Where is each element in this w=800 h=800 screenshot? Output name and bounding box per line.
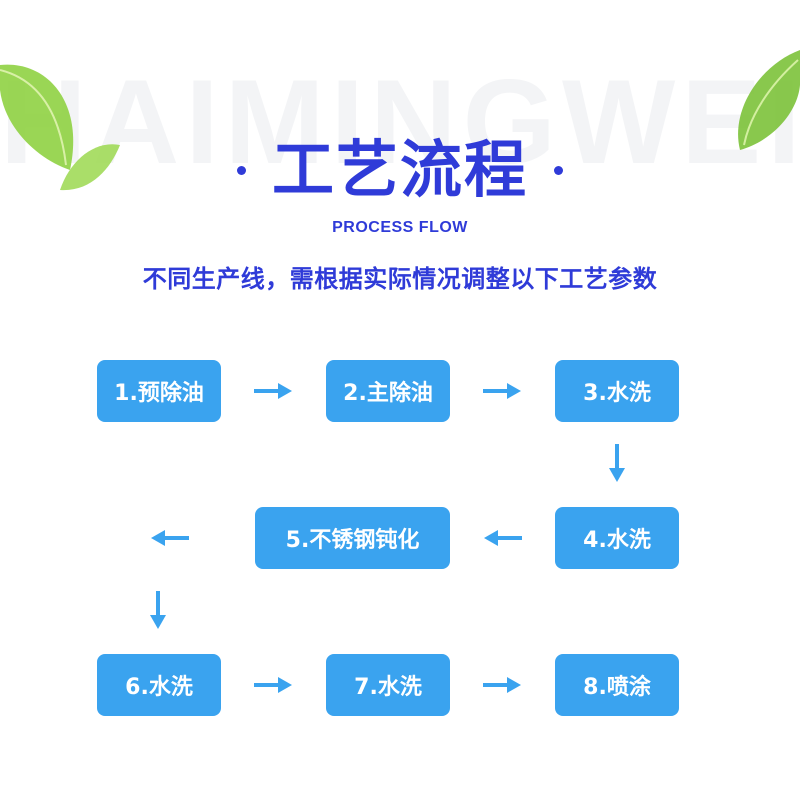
leaf-right-decoration	[738, 50, 800, 150]
arrow-right-icon	[254, 677, 292, 693]
arrow-down-icon	[609, 444, 625, 482]
page-title: 工艺流程	[271, 133, 528, 206]
arrow-right-icon	[254, 383, 292, 399]
arrow-right-icon	[483, 383, 521, 399]
title-dot-right	[554, 165, 563, 175]
brand-watermark: HAIMINGWEI	[0, 55, 800, 189]
title-row: 工艺流程	[0, 130, 800, 210]
arrow-left-icon	[151, 530, 189, 546]
page-description: 不同生产线，需根据实际情况调整以下工艺参数	[142, 265, 658, 293]
step-8-box: 8.喷涂	[555, 654, 679, 716]
title-dot-left	[236, 165, 246, 175]
arrow-down-icon	[150, 591, 166, 629]
step-7-box: 7.水洗	[326, 654, 450, 716]
step-3-box: 3.水洗	[555, 360, 679, 422]
step-2-box: 2.主除油	[326, 360, 450, 422]
step-6-box: 6.水洗	[97, 654, 221, 716]
step-1-box: 1.预除油	[97, 360, 221, 422]
arrow-left-icon	[484, 530, 522, 546]
step-5-box: 5.不锈钢钝化	[255, 507, 450, 569]
arrow-right-icon	[483, 677, 521, 693]
step-4-box: 4.水洗	[555, 507, 679, 569]
leaf-left-decoration	[0, 64, 120, 191]
page-subtitle: PROCESS FLOW	[332, 219, 468, 236]
